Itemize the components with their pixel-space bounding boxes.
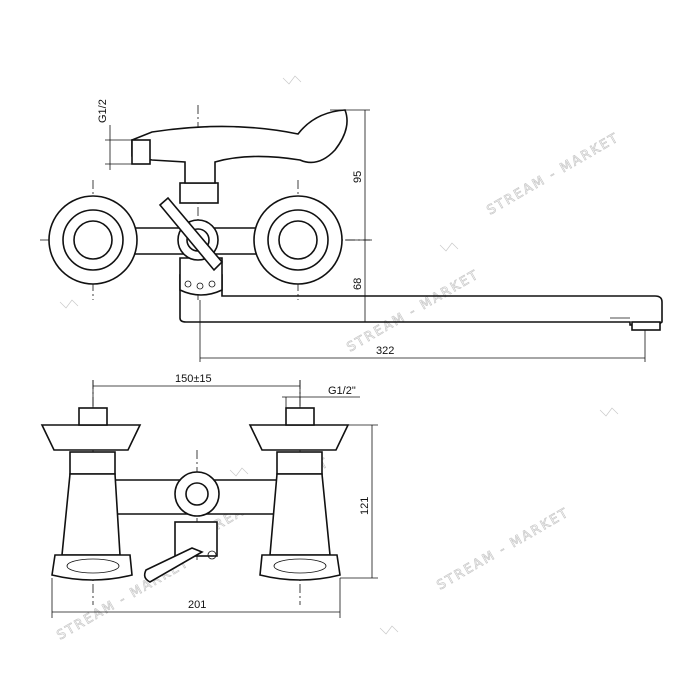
spout-aerator	[631, 321, 661, 331]
dim-121-label: 121	[359, 497, 371, 515]
watermark-wave-3	[59, 299, 79, 309]
right-valve-inner	[278, 220, 318, 260]
right-nut	[276, 451, 323, 475]
left-handle-cap	[78, 407, 108, 426]
left-flange-ring	[66, 558, 120, 574]
watermark-3: STREAM - MARKET	[435, 505, 573, 593]
dim-68-label: 68	[352, 278, 364, 290]
left-nut	[69, 451, 116, 475]
top-view: G1/2 95 68 322	[40, 99, 663, 362]
left-handle	[40, 424, 142, 451]
left-valve-inner	[73, 220, 113, 260]
dim-150-label: 150±15	[175, 373, 212, 385]
front-view: 150±15 G1/2" 121 201	[40, 373, 378, 618]
right-flange-ring	[273, 558, 327, 574]
shower-inlet	[131, 139, 151, 165]
dim-95-label: 95	[352, 171, 364, 183]
body-dot-1	[184, 280, 192, 288]
watermark-wave-5	[379, 625, 399, 635]
diverter-lever	[158, 196, 224, 272]
watermark-wave-4	[599, 407, 619, 417]
watermark-1: STREAM - MARKET	[485, 130, 623, 218]
dim-201-label: 201	[188, 599, 206, 611]
front-diverter-dot	[207, 550, 217, 560]
body-dot-2	[196, 282, 204, 290]
dim-g12-label: G1/2	[97, 99, 109, 123]
front-diverter-lever	[143, 547, 204, 583]
right-handle	[248, 424, 350, 451]
left-body	[61, 473, 121, 556]
shower-nut	[179, 182, 219, 204]
watermark-wave-2	[439, 242, 459, 252]
front-diverter-inner	[185, 482, 209, 506]
dim-322-label: 322	[376, 345, 394, 357]
right-body	[269, 473, 331, 556]
body-dot-3	[208, 280, 216, 288]
right-handle-cap	[285, 407, 315, 426]
watermark-wave-6	[229, 467, 249, 477]
dim-g12q-label: G1/2"	[328, 385, 356, 397]
watermark-wave-1	[282, 75, 302, 85]
shower-arm	[131, 109, 348, 184]
